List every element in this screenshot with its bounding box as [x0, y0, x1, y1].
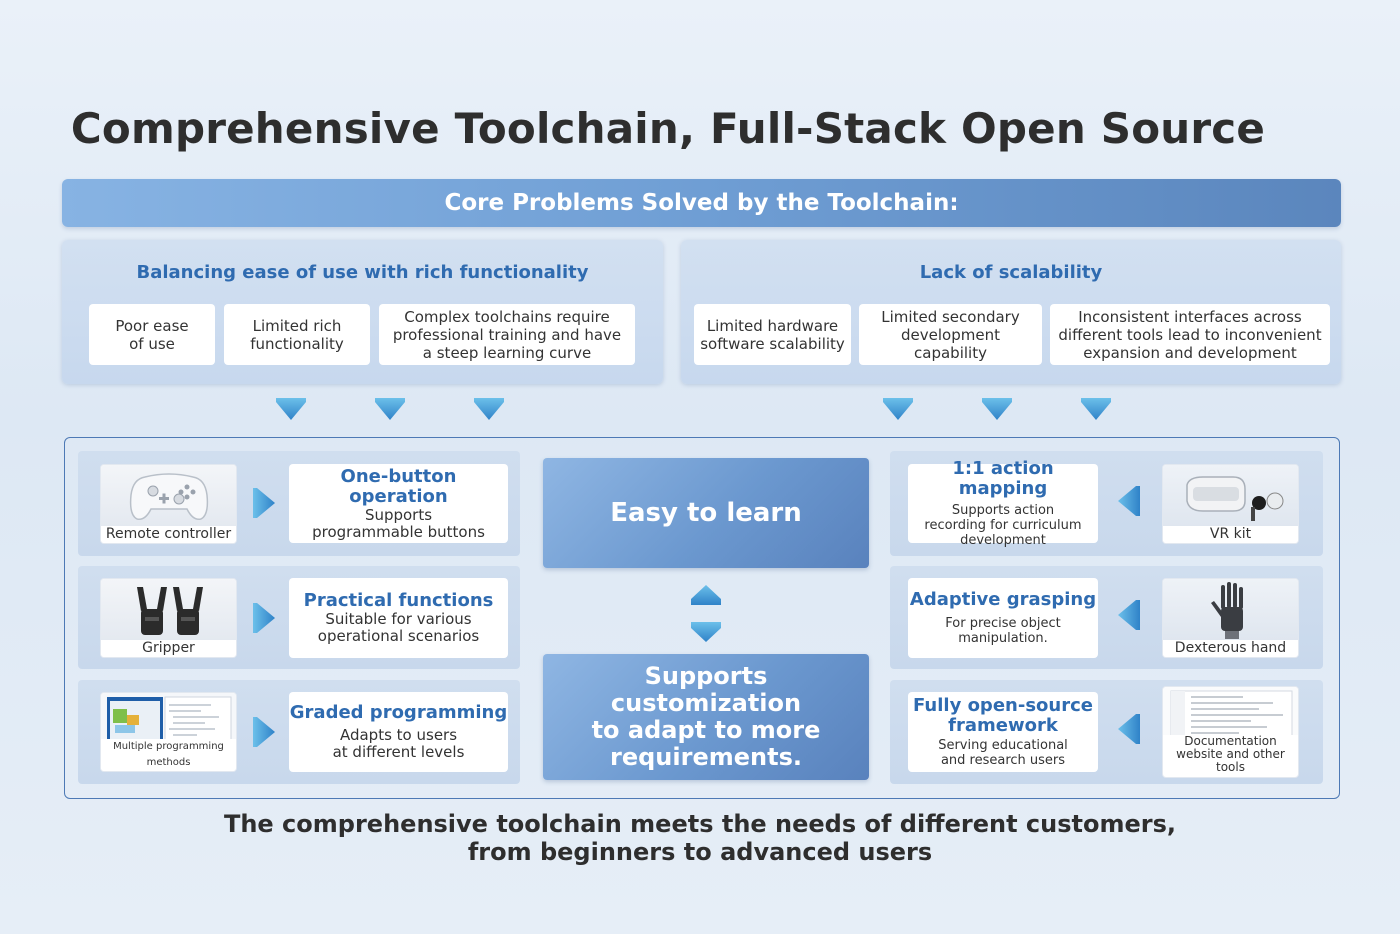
robotic-hand-icon [1211, 582, 1243, 639]
solutions-frame [64, 437, 1340, 799]
documentation-card: Documentation website and other tools [1162, 686, 1299, 778]
programming-methods-caption: Multiple programming methods [101, 739, 236, 771]
action-mapping-box: 1:1 action mapping Supports action recor… [908, 459, 1098, 548]
usability-panel-title: Balancing ease of use with rich function… [136, 262, 589, 283]
graded-programming-desc: Adapts to users at different levels [332, 726, 465, 761]
game-controller-icon [129, 473, 209, 521]
documentation-caption: Documentation website and other tools [1163, 735, 1298, 774]
remote-controller-card: Remote controller [100, 464, 237, 544]
footer-summary: The comprehensive toolchain meets the ne… [223, 810, 1177, 866]
vr-headset-icon [1186, 476, 1284, 521]
scalability-panel-title: Lack of scalability [919, 262, 1103, 283]
page-title: Comprehensive Toolchain, Full-Stack Open… [70, 104, 1266, 153]
usability-problems-panel: Balancing ease of use with rich function… [62, 240, 663, 384]
adaptive-grasping-title: Adaptive grasping [909, 589, 1097, 610]
open-source-framework-desc: Serving educational and research users [938, 738, 1068, 768]
problem-secondary-development: Limited secondary development capability [859, 304, 1042, 365]
adaptive-grasping-desc: For precise object manipulation. [945, 616, 1061, 646]
right-arrow-icon [253, 488, 275, 518]
core-problems-label: Core Problems Solved by the Toolchain: [444, 190, 959, 216]
dexterous-hand-card: Dexterous hand [1162, 578, 1299, 658]
programming-methods-card: Multiple programming methods [100, 692, 237, 772]
customization-box: Supports customization to adapt to more … [543, 654, 869, 780]
gripper-caption: Gripper [101, 640, 236, 657]
practical-functions-desc: Suitable for various operational scenari… [317, 610, 480, 645]
remote-controller-caption: Remote controller [101, 526, 236, 543]
open-source-framework-title: Fully open-source framework [913, 695, 1093, 736]
gripper-icon [137, 587, 203, 635]
down-arrow-icon [982, 398, 1012, 420]
left-arrow-icon [1118, 486, 1140, 516]
problem-inconsistent-interfaces: Inconsistent interfaces across different… [1050, 304, 1330, 365]
graded-programming-title: Graded programming [289, 702, 508, 723]
graded-programming-box: Graded programming Adapts to users at di… [289, 692, 508, 772]
gripper-card: Gripper [100, 578, 237, 658]
open-source-framework-box: Fully open-source framework Serving educ… [908, 692, 1098, 772]
right-arrow-icon [253, 603, 275, 633]
down-arrow-icon [1081, 398, 1111, 420]
right-arrow-icon [253, 717, 275, 747]
practical-functions-box: Practical functions Suitable for various… [289, 578, 508, 658]
easy-to-learn-label: Easy to learn [610, 498, 802, 528]
problem-steep-learning-curve: Complex toolchains require professional … [379, 304, 635, 365]
left-arrow-icon [1118, 600, 1140, 630]
practical-functions-title: Practical functions [303, 590, 494, 611]
down-arrow-icon [691, 622, 721, 642]
dexterous-hand-caption: Dexterous hand [1163, 640, 1298, 657]
action-mapping-desc: Supports action recording for curriculum… [924, 503, 1082, 548]
easy-to-learn-box: Easy to learn [543, 458, 869, 568]
vr-kit-caption: VR kit [1163, 526, 1298, 543]
core-problems-banner: Core Problems Solved by the Toolchain: [62, 179, 1341, 227]
one-button-operation-title: One-button operation [340, 465, 457, 507]
down-arrow-icon [474, 398, 504, 420]
one-button-operation-box: One-button operation Supports programmab… [289, 464, 508, 543]
vr-kit-card: VR kit [1162, 464, 1299, 544]
problem-poor-ease-of-use: Poor ease of use [89, 304, 215, 365]
adaptive-grasping-box: Adaptive grasping For precise object man… [908, 578, 1098, 658]
action-mapping-title: 1:1 action mapping [952, 458, 1054, 499]
down-arrow-icon [375, 398, 405, 420]
up-arrow-icon [691, 585, 721, 605]
one-button-operation-desc: Supports programmable buttons [312, 505, 485, 541]
scalability-problems-panel: Lack of scalability Limited hardware sof… [681, 240, 1341, 384]
down-arrow-icon [883, 398, 913, 420]
down-arrow-icon [276, 398, 306, 420]
left-arrow-icon [1118, 714, 1140, 744]
problem-hardware-scalability: Limited hardware software scalability [694, 304, 851, 365]
problem-limited-functionality: Limited rich functionality [224, 304, 370, 365]
documentation-page-icon [1170, 690, 1293, 744]
customization-label: Supports customization to adapt to more … [591, 662, 821, 771]
